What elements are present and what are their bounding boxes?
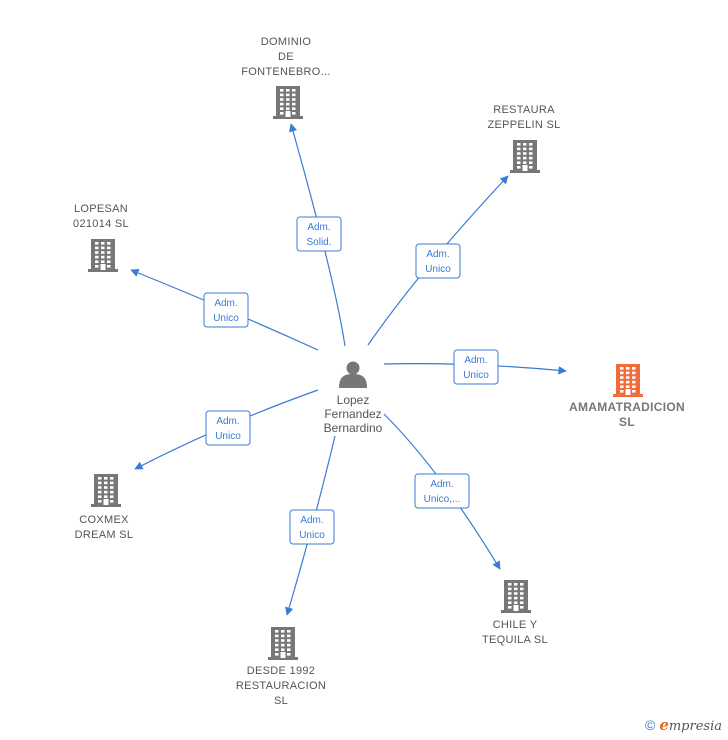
edge-label-text: Adm.: [307, 222, 330, 233]
building-icon: [88, 239, 118, 272]
company-label: DE: [278, 51, 294, 63]
edge-coxmex[interactable]: Adm. Unico: [134, 389, 319, 470]
company-label: AMAMATRADICION: [569, 400, 685, 414]
person-label: Lopez: [337, 393, 370, 407]
edges-layer: Adm.Solid.Adm.UnicoAdm.UnicoAdm.UnicoAdm…: [130, 123, 567, 616]
edge-label-box: [289, 509, 335, 545]
edge-label-box: [205, 410, 251, 446]
company-label: COXMEX: [79, 514, 129, 526]
company-label: RESTAURA: [493, 104, 555, 116]
company-label: SL: [619, 415, 635, 429]
edge-label-box: [296, 216, 342, 252]
edge-label-text: Unico: [213, 313, 239, 324]
edge-label-box: [414, 473, 470, 509]
footer-brand[interactable]: © empresia: [645, 716, 722, 734]
nodes-layer: DOMINIO DE FONTENEBRO... RESTAURA ZEPPELIN S…: [73, 36, 685, 707]
building-icon: [510, 140, 540, 173]
building-icon: [613, 364, 643, 397]
company-node-lopesan[interactable]: LOPESAN 021014 SL: [73, 203, 129, 272]
copyright-icon: ©: [644, 717, 656, 733]
person-icon: [339, 361, 367, 388]
company-label: LOPESAN: [74, 203, 128, 215]
edge-label-text: Adm.: [464, 355, 487, 366]
edge-label-box: [203, 292, 249, 328]
edge-chile[interactable]: Adm. Unico,...: [383, 413, 501, 570]
edge-amama[interactable]: Adm. Unico: [383, 349, 567, 385]
edge-restaura[interactable]: Adm. Unico: [367, 175, 509, 346]
company-node-dominio[interactable]: DOMINIO DE FONTENEBRO...: [241, 36, 330, 119]
person-label: Fernandez: [324, 407, 381, 421]
edge-label-text: Unico: [463, 370, 489, 381]
company-label: RESTAURACION: [236, 680, 326, 692]
company-label: DESDE 1992: [247, 665, 315, 677]
building-icon: [91, 474, 121, 507]
edge-label-text: Adm.: [430, 479, 453, 490]
edge-desde[interactable]: Adm. Unico: [285, 435, 336, 616]
edge-label-text: Adm.: [214, 298, 237, 309]
edge-label-text: Solid.: [306, 237, 331, 248]
edge-lopesan[interactable]: Adm. Unico: [130, 268, 319, 351]
edge-label-text: Adm.: [426, 249, 449, 260]
company-label: DREAM SL: [75, 529, 134, 541]
edge-label-box: [453, 349, 499, 385]
person-label: Bernardino: [324, 421, 383, 435]
building-icon: [268, 627, 298, 660]
edge-label-text: Unico,...: [424, 494, 461, 505]
edge-dominio[interactable]: Adm. Solid.: [289, 123, 346, 347]
company-label: ZEPPELIN SL: [488, 119, 561, 131]
company-label: SL: [274, 695, 288, 707]
building-icon: [501, 580, 531, 613]
company-node-coxmex[interactable]: COXMEX DREAM SL: [75, 474, 134, 541]
edge-label-text: Adm.: [216, 416, 239, 427]
company-label: FONTENEBRO...: [241, 66, 330, 78]
edge-label-text: Unico: [425, 264, 451, 275]
company-label: TEQUILA SL: [482, 634, 548, 646]
building-icon: [273, 86, 303, 119]
edge-label-text: Adm.: [300, 515, 323, 526]
company-label: 021014 SL: [73, 218, 129, 230]
company-label: DOMINIO: [261, 36, 312, 48]
company-node-restaura[interactable]: RESTAURA ZEPPELIN SL: [488, 104, 561, 173]
edge-label-box: [415, 243, 461, 279]
brand-logo: empresia: [659, 716, 722, 734]
company-node-chile[interactable]: CHILE Y TEQUILA SL: [482, 580, 548, 646]
edge-label-text: Unico: [299, 530, 325, 541]
edge-line: [289, 123, 346, 347]
edge-label-text: Unico: [215, 431, 241, 442]
company-label: CHILE Y: [493, 619, 538, 631]
